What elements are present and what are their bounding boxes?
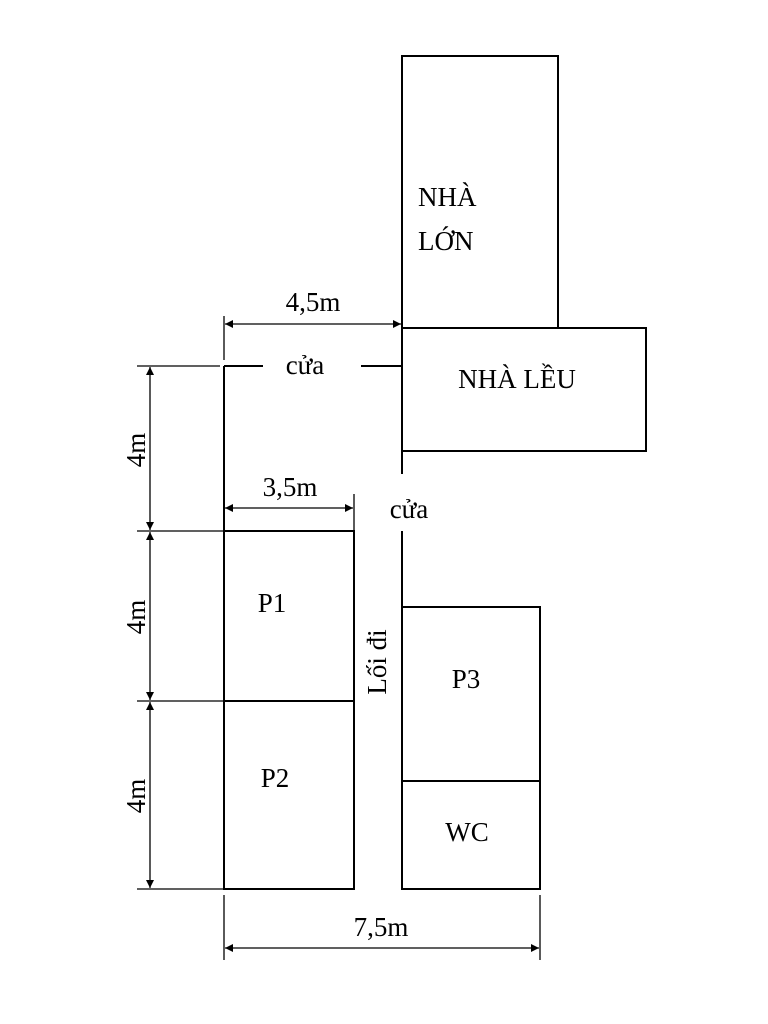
door-middle-label: cửa: [390, 494, 429, 524]
p2-room: [223, 700, 355, 890]
dim-room-width-label: 3,5m: [263, 472, 318, 502]
dim-height-p1-label: 4m: [121, 600, 151, 635]
dim-height-top-label: 4m: [121, 433, 151, 468]
nha-leu-label: NHÀ LỀU: [458, 363, 576, 394]
door-top-label: cửa: [286, 350, 325, 380]
p1-room: [223, 530, 355, 702]
nha-lon-label-line2: LỚN: [418, 226, 474, 256]
dim-height-p2-label: 4m: [121, 779, 151, 814]
wc-room: [401, 780, 541, 890]
p3-room: [401, 606, 541, 782]
p3-label: P3: [452, 664, 481, 694]
corridor-label: Lối đi: [362, 629, 392, 694]
wc-label: WC: [445, 817, 489, 847]
nha-leu-room: [401, 327, 647, 452]
dim-total-width-label: 7,5m: [354, 912, 409, 942]
p1-label: P1: [258, 588, 287, 618]
nha-lon-label-line1: NHÀ: [418, 182, 477, 212]
p2-label: P2: [261, 763, 290, 793]
dim-top-width-label: 4,5m: [286, 287, 341, 317]
